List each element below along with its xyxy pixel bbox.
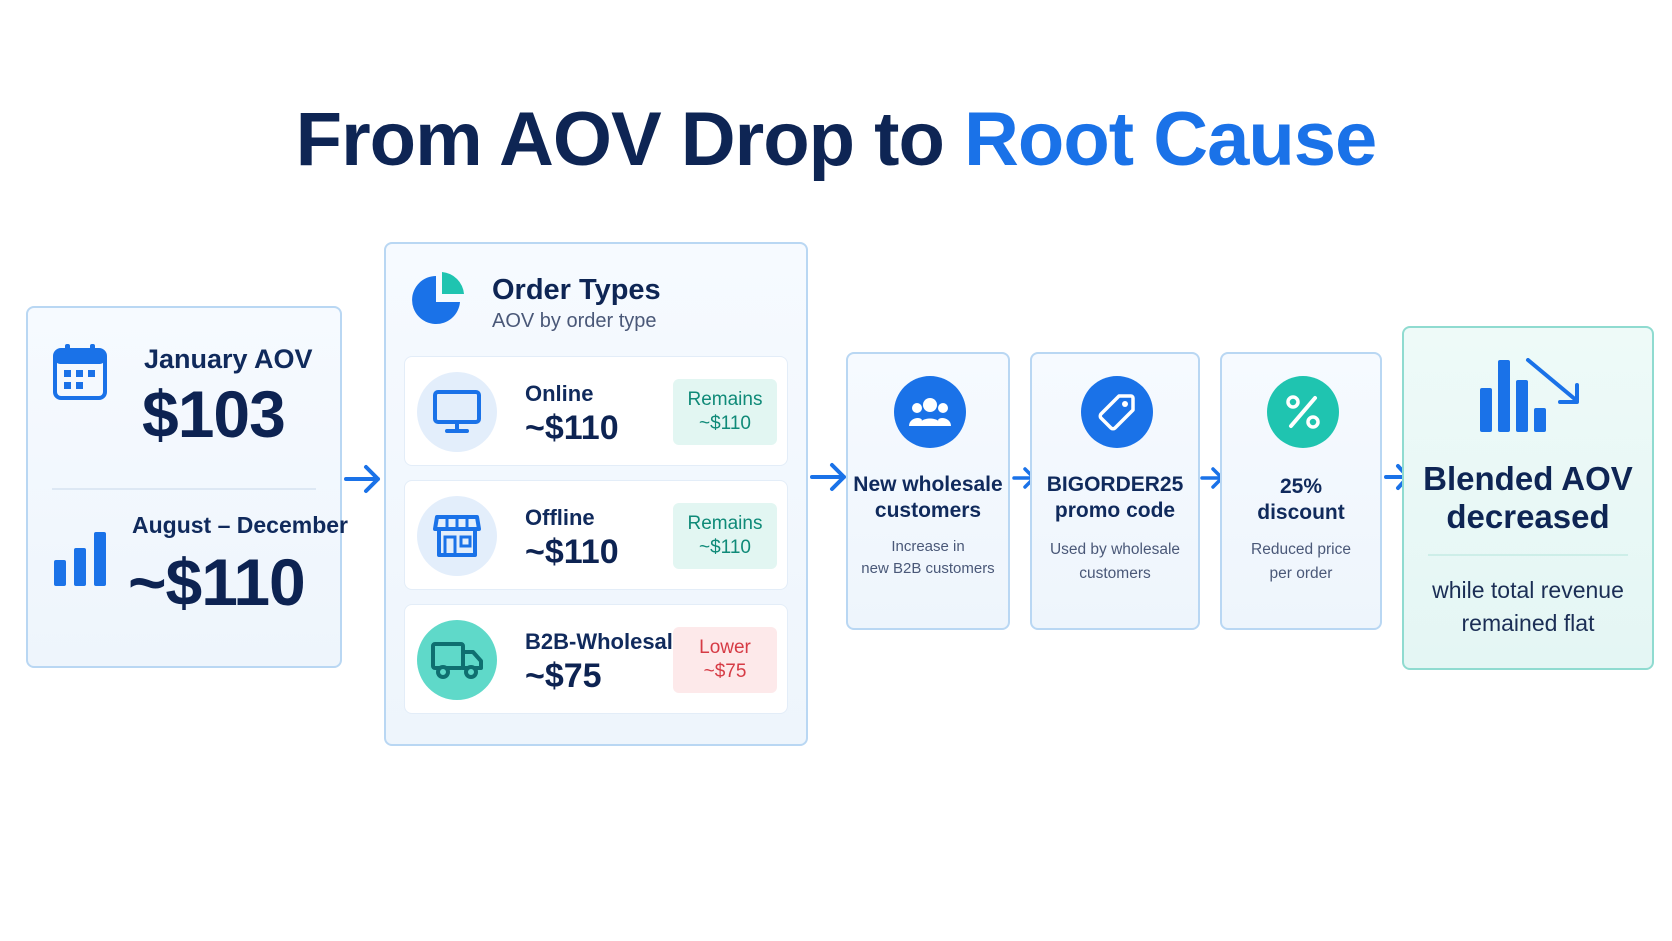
order-type-value: ~$110 — [525, 409, 619, 447]
truck-icon — [417, 620, 497, 700]
result-card: Blended AOV decreased while total revenu… — [1402, 326, 1654, 670]
step-title: BIGORDER25 promo code — [1046, 473, 1184, 522]
status-badge: Remains ~$110 — [673, 379, 777, 445]
order-type-row-offline: Offline ~$110 Remains ~$110 — [404, 480, 788, 590]
percent-icon — [1267, 376, 1339, 448]
title-highlight: Root Cause — [964, 97, 1377, 182]
result-title: Blended AOV decreased — [1423, 460, 1633, 535]
order-type-name: Online — [525, 381, 594, 406]
step-description: Increase in new B2B customers — [861, 538, 995, 577]
status-badge: Lower ~$75 — [673, 627, 777, 693]
step-description: Reduced price per order — [1251, 541, 1351, 582]
status-badge: Remains ~$110 — [673, 503, 777, 569]
bar-chart-icon — [54, 530, 108, 591]
store-icon — [417, 496, 497, 576]
order-types-title: Order Types — [492, 274, 661, 306]
order-types-subtitle: AOV by order type — [492, 310, 657, 332]
order-type-name: Offline — [525, 505, 595, 530]
step-card-discount: 25% discount Reduced price per order — [1220, 352, 1382, 630]
status-badge-value: ~$110 — [699, 537, 751, 558]
arrow-right-icon — [810, 462, 848, 497]
title-prefix: From AOV Drop to — [295, 97, 945, 182]
status-badge-label: Lower — [699, 637, 751, 658]
order-type-row-b2b-wholesale: B2B-Wholesale ~$75 Lower ~$75 — [404, 604, 788, 714]
order-type-name: B2B-Wholesale — [525, 629, 686, 654]
january-aov-label: January AOV — [144, 344, 313, 374]
aov-card: January AOV $103 August – December ~$110 — [26, 306, 348, 668]
january-aov-value: $103 — [142, 377, 286, 451]
step-title: 25% discount — [1257, 475, 1345, 524]
arrow-right-icon — [344, 464, 382, 499]
order-type-value: ~$75 — [525, 657, 602, 695]
tag-icon — [1081, 376, 1153, 448]
monitor-icon — [417, 372, 497, 452]
status-badge-value: ~$110 — [699, 413, 751, 434]
page-title: From AOV Drop to Root Cause — [0, 96, 1672, 183]
status-badge-label: Remains — [687, 389, 763, 410]
step-card-promo-code: BIGORDER25 promo code Used by wholesale … — [1030, 352, 1200, 630]
order-type-value: ~$110 — [525, 533, 619, 571]
status-badge-label: Remains — [687, 513, 763, 534]
order-type-row-online: Online ~$110 Remains ~$110 — [404, 356, 788, 466]
result-description: while total revenue remained flat — [1432, 577, 1624, 636]
step-title: New wholesale customers — [853, 473, 1003, 522]
aov-divider — [52, 488, 316, 490]
step-description: Used by wholesale customers — [1049, 541, 1181, 582]
users-icon — [894, 376, 966, 448]
august-december-label: August – December — [132, 512, 349, 538]
step-card-new-wholesale: New wholesale customers Increase in new … — [846, 352, 1010, 630]
calendar-icon — [52, 342, 108, 407]
result-divider — [1428, 554, 1628, 556]
pie-chart-icon — [412, 270, 466, 331]
declining-bars-icon — [1480, 358, 1584, 439]
order-types-card: Order Types AOV by order type Online ~$1… — [384, 242, 808, 746]
august-december-value: ~$110 — [128, 545, 306, 619]
status-badge-value: ~$75 — [703, 661, 747, 682]
